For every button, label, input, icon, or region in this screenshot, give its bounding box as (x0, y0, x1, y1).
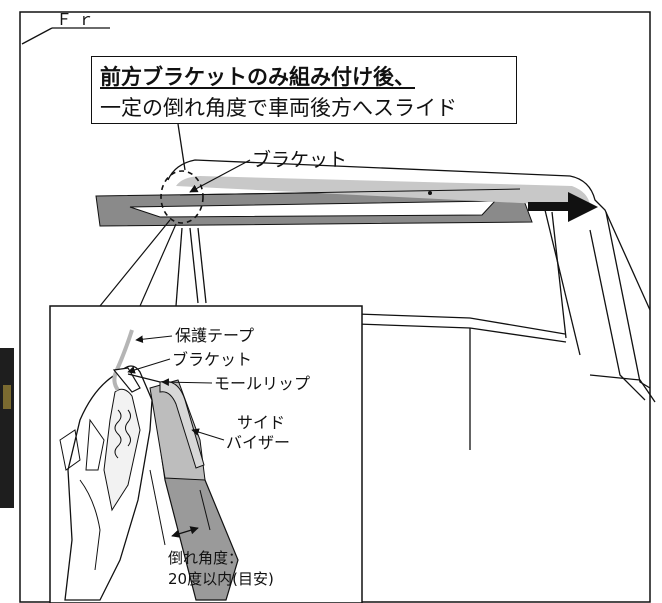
side-visor-label-line1: サイド (237, 413, 285, 432)
mall-lip-label: モールリップ (214, 374, 310, 393)
bracket-detail-label: ブラケット (172, 350, 252, 369)
protective-tape-label: 保護テープ (175, 326, 254, 345)
callout-heading: 前方ブラケットのみ組み付け後、 (100, 65, 415, 89)
bracket-label: ブラケット (252, 148, 347, 171)
front-direction-indicator: Ｆｒ (21, 10, 110, 45)
bracket-highlight-circle (160, 170, 204, 224)
front-label: Ｆｒ (56, 10, 100, 29)
vehicle-body (167, 159, 656, 450)
tilt-angle-label-line1: 倒れ角度： (168, 549, 243, 567)
detail-cross-section (59, 329, 239, 601)
callout-instruction: 一定の倒れ角度で車両後方へスライド (100, 96, 457, 120)
tilt-angle-label-line2: 20度以内(目安) (168, 570, 274, 588)
callout-box: 前方ブラケットのみ組み付け後、 一定の倒れ角度で車両後方へスライド (91, 56, 517, 124)
slide-direction-arrow (528, 192, 598, 222)
side-visor-label-line2: バイザー (226, 433, 290, 452)
photo-fragment (0, 348, 14, 508)
side-visor-part (95, 176, 590, 227)
